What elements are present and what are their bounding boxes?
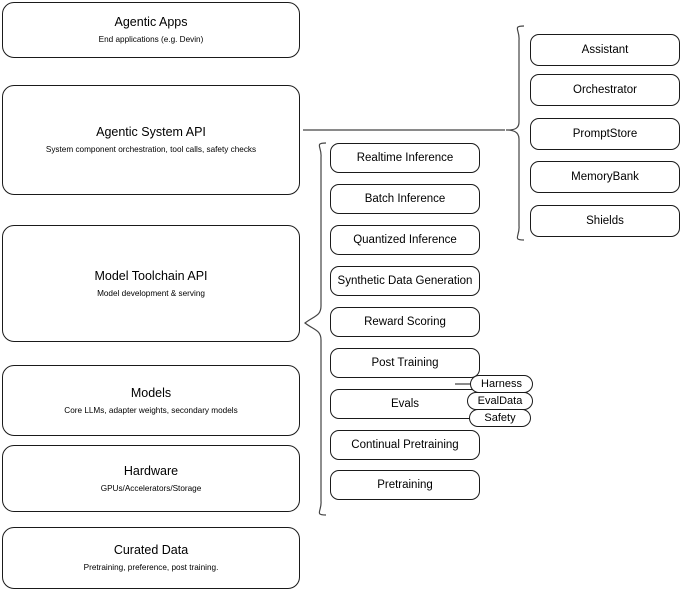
toolchain-item-label: Evals <box>390 398 420 410</box>
toolchain-item-batch-inference[interactable]: Batch Inference <box>330 184 480 214</box>
evals-pill-harness[interactable]: Harness <box>470 375 533 393</box>
layer-title: Model Toolchain API <box>94 268 208 283</box>
system-item-promptstore[interactable]: PromptStore <box>530 118 680 150</box>
layer-subtitle: Model development & serving <box>97 288 205 298</box>
toolchain-item-label: Batch Inference <box>364 193 446 205</box>
system-item-orchestrator[interactable]: Orchestrator <box>530 74 680 106</box>
layer-title: Agentic System API <box>96 125 206 140</box>
bracket-system-items <box>505 25 525 241</box>
toolchain-item-synthetic-data-generation[interactable]: Synthetic Data Generation <box>330 266 480 296</box>
layer-box-agentic-system-api[interactable]: Agentic System API System component orch… <box>2 85 300 195</box>
system-item-label: MemoryBank <box>571 171 639 183</box>
system-item-label: Orchestrator <box>573 84 637 96</box>
system-item-memorybank[interactable]: MemoryBank <box>530 161 680 193</box>
layer-subtitle: Pretraining, preference, post training. <box>83 563 219 573</box>
layer-box-model-toolchain-api[interactable]: Model Toolchain API Model development & … <box>2 225 300 342</box>
layer-subtitle: GPUs/Accelerators/Storage <box>100 483 202 493</box>
toolchain-item-realtime-inference[interactable]: Realtime Inference <box>330 143 480 173</box>
layer-title: Agentic Apps <box>114 15 188 30</box>
toolchain-item-label: Realtime Inference <box>356 152 454 164</box>
layer-box-models[interactable]: Models Core LLMs, adapter weights, secon… <box>2 365 300 436</box>
toolchain-item-label: Synthetic Data Generation <box>337 275 473 287</box>
layer-box-curated-data[interactable]: Curated Data Pretraining, preference, po… <box>2 527 300 589</box>
toolchain-item-label: Reward Scoring <box>364 316 446 328</box>
toolchain-item-quantized-inference[interactable]: Quantized Inference <box>330 225 480 255</box>
evals-pill-label: Harness <box>481 378 522 390</box>
layer-subtitle: Core LLMs, adapter weights, secondary mo… <box>64 405 238 415</box>
layer-title: Curated Data <box>113 543 189 558</box>
bracket-toolchain-items <box>304 142 327 516</box>
evals-pill-label: Safety <box>484 412 516 424</box>
system-item-label: PromptStore <box>572 128 638 140</box>
system-item-label: Assistant <box>581 44 629 56</box>
layer-subtitle: System component orchestration, tool cal… <box>45 145 257 155</box>
toolchain-item-label: Continual Pretraining <box>351 439 459 451</box>
layer-box-hardware[interactable]: Hardware GPUs/Accelerators/Storage <box>2 445 300 512</box>
layer-title: Models <box>130 385 172 400</box>
toolchain-item-label: Quantized Inference <box>353 234 457 246</box>
layer-subtitle: End applications (e.g. Devin) <box>98 35 204 45</box>
toolchain-item-pretraining[interactable]: Pretraining <box>330 470 480 500</box>
layer-title: Hardware <box>123 463 179 478</box>
evals-pill-safety[interactable]: Safety <box>469 409 531 427</box>
layer-box-agentic-apps[interactable]: Agentic Apps End applications (e.g. Devi… <box>2 2 300 58</box>
system-item-label: Shields <box>586 215 624 227</box>
toolchain-item-continual-pretraining[interactable]: Continual Pretraining <box>330 430 480 460</box>
toolchain-item-label: Pretraining <box>377 479 433 491</box>
toolchain-item-evals[interactable]: Evals <box>330 389 480 419</box>
system-item-assistant[interactable]: Assistant <box>530 34 680 66</box>
toolchain-item-reward-scoring[interactable]: Reward Scoring <box>330 307 480 337</box>
evals-pill-label: EvalData <box>477 395 523 407</box>
evals-pill-evaldata[interactable]: EvalData <box>467 392 533 410</box>
toolchain-item-post-training[interactable]: Post Training <box>330 348 480 378</box>
toolchain-item-label: Post Training <box>371 357 439 369</box>
system-item-shields[interactable]: Shields <box>530 205 680 237</box>
